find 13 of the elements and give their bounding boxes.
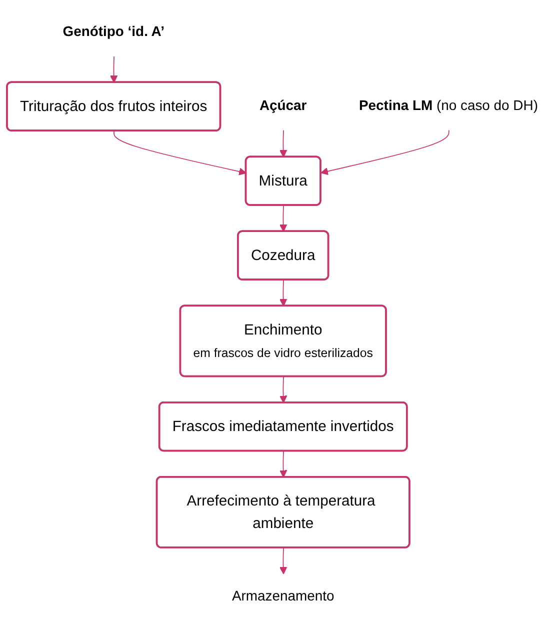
arrow [279, 548, 288, 575]
arrow [320, 130, 450, 176]
arrow [114, 130, 247, 176]
arrow [279, 280, 288, 307]
arrow [279, 376, 288, 404]
arrow [279, 205, 288, 232]
arrow [279, 450, 288, 478]
node-text: Armazenamento [232, 589, 334, 604]
node-text: Açúcar [259, 98, 307, 114]
node-text: Pectina LM (no caso do DH) [359, 98, 538, 114]
node-text: Genótipo ‘id. A’ [62, 24, 164, 40]
arrow [110, 56, 118, 84]
arrow [279, 130, 288, 158]
